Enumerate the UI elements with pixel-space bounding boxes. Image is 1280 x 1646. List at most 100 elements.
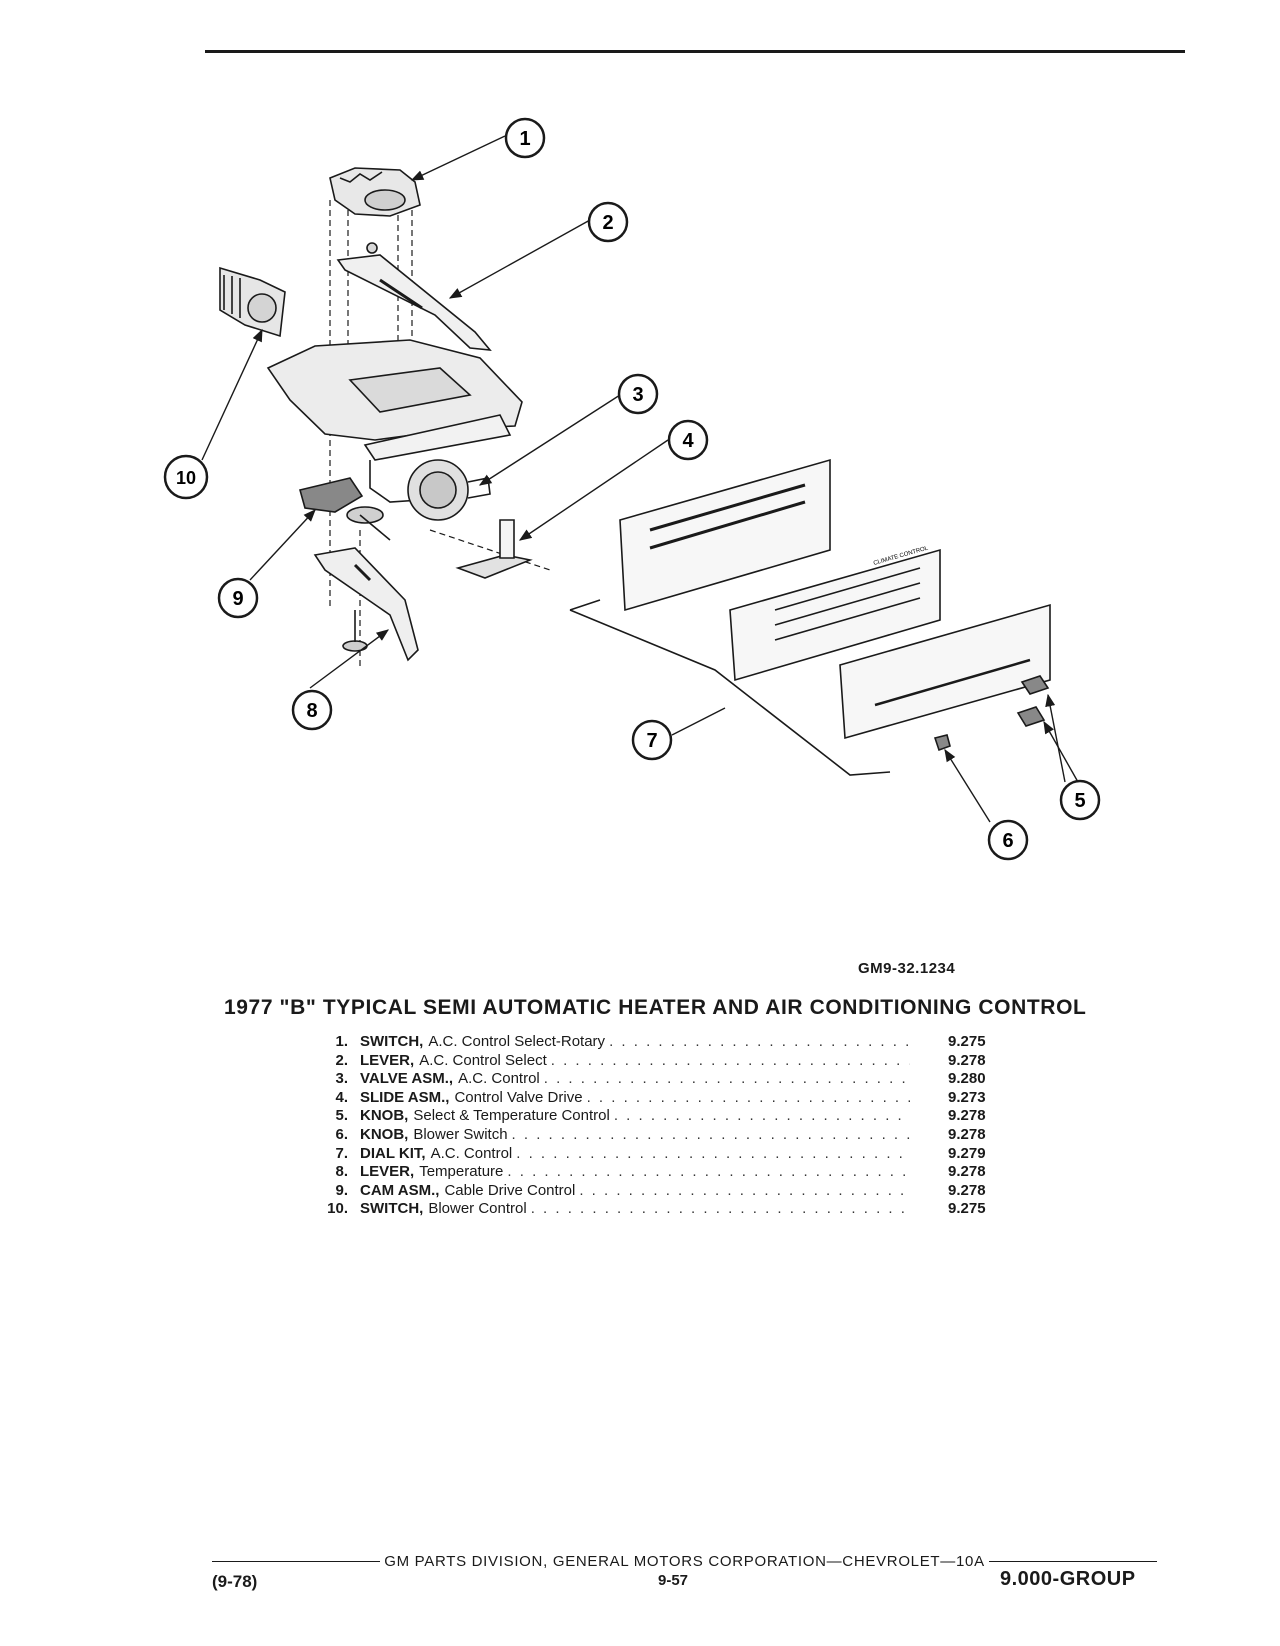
footer-publisher: GM PARTS DIVISION, GENERAL MOTORS CORPOR… — [384, 1553, 985, 1570]
part-group-number: 9.279 — [948, 1144, 986, 1162]
temperature-lever-part — [313, 547, 419, 662]
part-group-number: 9.278 — [948, 1181, 986, 1199]
list-item: 9. CAM ASM., Cable Drive Control 9.278 — [318, 1182, 1058, 1201]
callout-9: 9 — [217, 577, 259, 619]
callout-1-label: 1 — [519, 128, 530, 150]
part-group-number: 9.278 — [948, 1107, 986, 1125]
part-number: 8. — [335, 1163, 348, 1181]
leader-dots — [512, 1126, 910, 1145]
footer-date-code: (9-78) — [212, 1572, 258, 1591]
part-group-number: 9.275 — [948, 1033, 986, 1050]
part-description: A.C. Control Select — [419, 1051, 547, 1069]
callout-6-label: 6 — [1002, 830, 1013, 852]
part-description: Blower Switch — [413, 1125, 508, 1143]
callout-10: 10 — [163, 454, 209, 500]
callout-5: 5 — [1059, 779, 1101, 821]
part-name: SLIDE ASM., — [360, 1088, 450, 1106]
blower-knob-part — [933, 734, 951, 752]
control-valve-part — [407, 459, 491, 521]
leader-dots — [531, 1200, 910, 1219]
part-number: 2. — [335, 1051, 348, 1069]
part-description: A.C. Control — [458, 1070, 540, 1088]
footer-group: 9.000-GROUP — [1000, 1568, 1136, 1590]
part-name: VALVE ASM., — [360, 1070, 454, 1088]
part-description: Blower Control — [428, 1200, 527, 1218]
callout-5-label: 5 — [1074, 790, 1085, 812]
part-group-number: 9.278 — [948, 1163, 986, 1181]
callout-3-label: 3 — [632, 384, 643, 406]
list-item: 6. KNOB, Blower Switch 9.278 — [318, 1126, 1058, 1145]
part-name: KNOB, — [360, 1107, 409, 1125]
list-item: 5. KNOB, Select & Temperature Control 9.… — [318, 1107, 1058, 1126]
list-item: 8. LEVER, Temperature 9.278 — [318, 1163, 1058, 1182]
callout-3: 3 — [617, 373, 659, 415]
callout-8-label: 8 — [306, 700, 317, 722]
blower-switch-part — [219, 266, 286, 338]
leader-dots — [609, 1033, 910, 1052]
list-item: 4. SLIDE ASM., Control Valve Drive 9.273 — [318, 1089, 1058, 1108]
leader-dots — [551, 1052, 910, 1071]
parts-list: 1. SWITCH, A.C. Control Select-Rotary 9.… — [318, 1033, 1058, 1219]
exploded-parts-diagram: 1 2 3 4 5 6 7 — [150, 110, 1150, 940]
part-number: 4. — [335, 1088, 348, 1106]
dial-kit-part — [569, 458, 1051, 776]
part-number: 1. — [335, 1033, 348, 1050]
part-group-number: 9.280 — [948, 1070, 986, 1088]
part-name: LEVER, — [360, 1163, 415, 1181]
callout-6: 6 — [987, 819, 1029, 861]
callout-4: 4 — [667, 419, 709, 461]
valve-drive-slide-part — [455, 519, 533, 579]
list-item: 2. LEVER, A.C. Control Select 9.278 — [318, 1052, 1058, 1071]
part-number: 5. — [335, 1107, 348, 1125]
select-lever-part — [336, 242, 492, 351]
cam-assembly-part — [299, 477, 391, 541]
page-title: 1977 "B" TYPICAL SEMI AUTOMATIC HEATER A… — [224, 996, 1087, 1019]
footer-publisher-line: GM PARTS DIVISION, GENERAL MOTORS CORPOR… — [212, 1553, 1157, 1570]
callout-10-label: 10 — [176, 468, 196, 488]
part-name: DIAL KIT, — [360, 1144, 426, 1162]
figure-code: GM9-32.1234 — [858, 960, 956, 977]
leader-dots — [544, 1070, 910, 1089]
control-housing-part — [266, 339, 523, 503]
part-description: Select & Temperature Control — [413, 1107, 610, 1125]
part-number: 9. — [335, 1181, 348, 1199]
list-item: 1. SWITCH, A.C. Control Select-Rotary 9.… — [318, 1033, 1058, 1052]
footer-rule-left — [212, 1560, 381, 1563]
callout-8: 8 — [291, 689, 333, 731]
part-group-number: 9.275 — [948, 1200, 986, 1218]
leader-dots — [614, 1107, 910, 1126]
diagram-drawing: 1 2 3 4 5 6 7 — [163, 117, 1101, 861]
callout-4-label: 4 — [682, 430, 694, 452]
list-item: 7. DIAL KIT, A.C. Control 9.279 — [318, 1145, 1058, 1164]
footer-page-number: 9-57 — [658, 1572, 689, 1589]
part-description: Temperature — [419, 1163, 504, 1181]
leader-dots — [587, 1089, 910, 1108]
part-description: A.C. Control Select-Rotary — [428, 1033, 606, 1050]
part-group-number: 9.278 — [948, 1125, 986, 1143]
part-number: 6. — [335, 1125, 348, 1143]
leader-dots — [579, 1182, 910, 1201]
part-group-number: 9.273 — [948, 1088, 986, 1106]
callout-2: 2 — [587, 201, 629, 243]
part-number: 10. — [327, 1200, 348, 1218]
part-number: 7. — [335, 1144, 348, 1162]
callout-2-label: 2 — [602, 212, 613, 234]
part-number: 3. — [335, 1070, 348, 1088]
callout-7: 7 — [631, 719, 673, 761]
list-item: 3. VALVE ASM., A.C. Control 9.280 — [318, 1070, 1058, 1089]
rotary-switch-part — [329, 167, 421, 217]
list-item: 10. SWITCH, Blower Control 9.275 — [318, 1200, 1058, 1219]
part-description: Cable Drive Control — [444, 1181, 576, 1199]
select-knobs-part — [1016, 675, 1050, 727]
part-name: SWITCH, — [360, 1033, 424, 1050]
leader-dots — [507, 1163, 910, 1182]
part-description: A.C. Control — [430, 1144, 513, 1162]
callout-1: 1 — [504, 117, 546, 159]
top-rule — [205, 50, 1185, 53]
callout-7-label: 7 — [646, 730, 657, 752]
part-name: CAM ASM., — [360, 1181, 440, 1199]
part-group-number: 9.278 — [948, 1051, 986, 1069]
callout-9-label: 9 — [232, 588, 243, 610]
callout-group: 1 2 3 4 5 6 7 — [163, 117, 1101, 861]
part-name: KNOB, — [360, 1125, 409, 1143]
